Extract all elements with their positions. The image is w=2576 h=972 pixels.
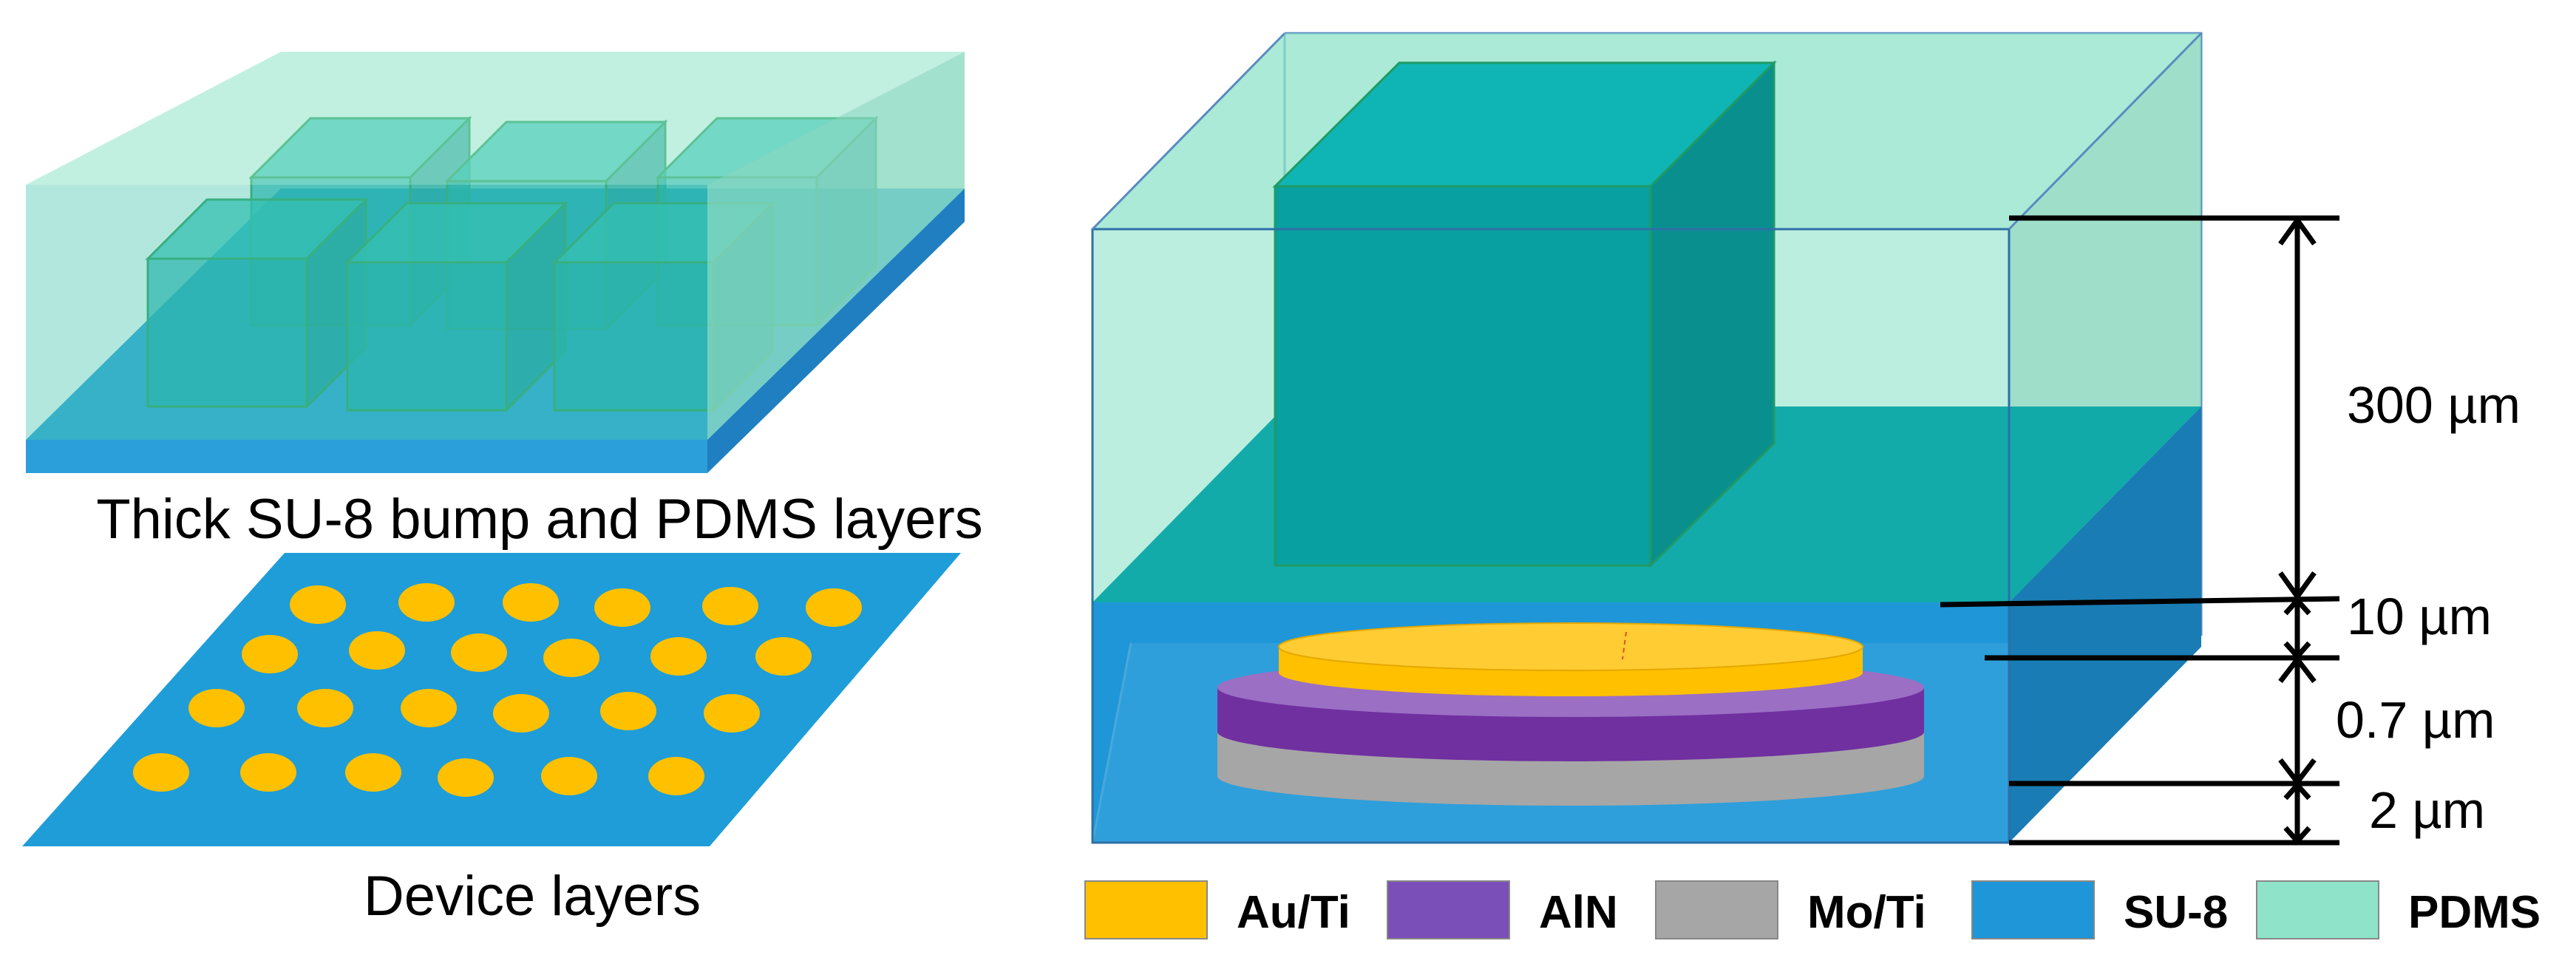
legend-swatch	[1971, 880, 2095, 939]
legend-label: AlN	[1539, 887, 1618, 938]
bump-front-face	[346, 261, 508, 412]
pad-r1-c6	[806, 588, 862, 627]
su8-bump-4	[145, 197, 369, 409]
block-top-right-edge	[2008, 32, 2203, 231]
bump-cube-front	[1274, 185, 1652, 567]
arrowhead-2-top	[2283, 781, 2311, 801]
pad-r2-c3	[451, 633, 507, 672]
pad-r3-c2	[297, 689, 353, 727]
block-top-left-edge	[1091, 32, 1286, 231]
pad-r4-c4	[438, 758, 494, 797]
dimension-lines	[1940, 215, 2340, 846]
block-front-outline	[1091, 228, 2011, 844]
legend-item-aln: AlN	[1387, 880, 1618, 939]
su8-block-side	[2009, 407, 2201, 843]
dim-label-10um: 10 µm	[2347, 588, 2492, 645]
legend-item-su-8: SU-8	[1971, 880, 2228, 939]
pad-r4-c2	[240, 753, 296, 792]
pad-r1-c4	[594, 588, 650, 627]
pad-r2-c1	[242, 635, 298, 673]
arrowhead-07-top	[2278, 655, 2317, 684]
legend: Au/Ti AlN Mo/Ti SU-8 PDMS	[1084, 880, 2541, 939]
dimension-labels: 300 µm 10 µm 0.7 µm 2 µm	[2336, 376, 2521, 839]
pad-r2-c6	[755, 637, 812, 676]
device-pads	[133, 583, 862, 797]
pad-r1-c2	[398, 583, 455, 622]
legend-item-mo-ti: Mo/Ti	[1655, 880, 1926, 939]
pad-r4-c3	[345, 753, 401, 792]
legend-label: Mo/Ti	[1807, 887, 1926, 938]
pad-r3-c1	[188, 689, 245, 727]
su8-bump-5	[344, 200, 568, 413]
pad-r3-c6	[704, 694, 760, 733]
pdms-layer-side-face	[707, 52, 965, 440]
legend-swatch	[2256, 880, 2379, 939]
pad-r4-c1	[133, 753, 189, 792]
legend-swatch	[1655, 880, 1778, 939]
dim-label-300um: 300 µm	[2347, 376, 2521, 434]
pad-r4-c5	[541, 757, 597, 795]
pad-r2-c5	[650, 637, 707, 676]
right-block	[1091, 32, 2203, 844]
dim-label-07um: 0.7 µm	[2336, 691, 2495, 749]
auti-disk-top	[1278, 622, 1863, 671]
arrowhead-300-top	[2278, 216, 2317, 246]
dimension-arrowheads	[2278, 216, 2317, 846]
left-top-stack	[26, 52, 965, 473]
pad-r1-c1	[290, 585, 346, 624]
pad-r3-c4	[493, 694, 549, 733]
top-stack-caption: Thick SU-8 bump and PDMS layers	[96, 488, 983, 551]
legend-item-au-ti: Au/Ti	[1084, 880, 1350, 939]
pdms-layer-top-face	[26, 52, 965, 185]
pad-r3-c5	[600, 692, 656, 730]
pdms-layer-front-face	[26, 185, 707, 440]
pad-r3-c3	[401, 689, 457, 727]
pad-r1-c3	[503, 583, 559, 622]
dim-label-2um: 2 µm	[2369, 781, 2485, 839]
legend-swatch	[1387, 880, 1510, 939]
arrowhead-10-top	[2283, 596, 2311, 616]
bump-front-face	[146, 257, 308, 408]
pad-r1-c5	[702, 587, 758, 625]
pad-r2-c2	[349, 631, 405, 670]
legend-label: SU-8	[2124, 887, 2228, 938]
pad-r2-c4	[543, 639, 599, 677]
su8-layer-side-face	[707, 188, 965, 473]
ref-line-pdms-bottom	[1940, 596, 2340, 608]
legend-label: PDMS	[2408, 887, 2541, 938]
pad-r4-c6	[648, 757, 704, 795]
legend-swatch	[1084, 880, 1208, 939]
legend-label: Au/Ti	[1237, 887, 1350, 938]
su8-layer-front-face	[26, 440, 707, 473]
arrowhead-2-bottom	[2283, 826, 2311, 846]
su8-well-edge	[1091, 642, 1132, 843]
left-device-layers	[22, 553, 961, 846]
legend-item-pdms: PDMS	[2256, 880, 2541, 939]
device-caption: Device layers	[364, 865, 701, 928]
